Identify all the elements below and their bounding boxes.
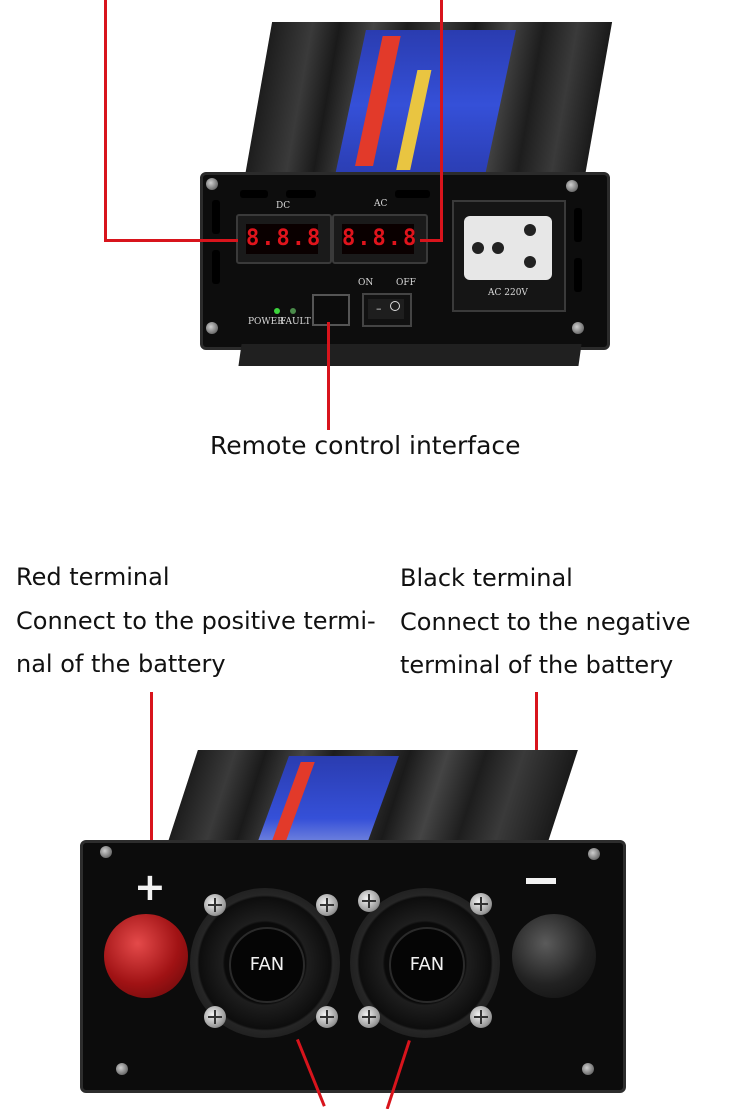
screw-icon xyxy=(566,180,578,192)
on-label: ON xyxy=(358,278,374,288)
power-led-icon xyxy=(274,308,280,314)
fan-screw-icon xyxy=(316,1006,338,1028)
socket-voltage-label: AC 220V xyxy=(488,288,528,298)
label-red-band xyxy=(355,36,401,166)
fan-label-left: FAN xyxy=(229,927,305,1003)
screw-icon xyxy=(582,1063,594,1075)
power-switch[interactable]: – xyxy=(362,293,412,327)
fan-screw-icon xyxy=(358,1006,380,1028)
fault-label: FAULT xyxy=(280,317,311,327)
fan-screw-icon xyxy=(470,1006,492,1028)
vent-slot xyxy=(212,200,220,234)
red-terminal-title: Red terminal xyxy=(16,563,170,591)
socket-hole xyxy=(492,242,504,254)
dc-display-pointer-vertical xyxy=(104,0,107,242)
vent-slot xyxy=(395,190,430,198)
ac-display-digits: 8.8.8 xyxy=(342,224,416,254)
dc-voltage-display: 8.8.8 xyxy=(236,214,332,264)
ac-outlet-socket[interactable] xyxy=(464,216,552,280)
ac-outlet-box: AC 220V xyxy=(452,200,566,312)
black-terminal-title: Black terminal xyxy=(400,564,573,592)
inverter-front-view: DC AC 8.8.8 8.8.8 POWER FAULT ON OFF – A… xyxy=(0,0,750,430)
red-terminal-desc-1: Connect to the positive termi- xyxy=(16,607,376,635)
dc-display-pointer-horizontal xyxy=(104,239,238,242)
power-switch-rocker: – xyxy=(368,299,404,319)
screw-icon xyxy=(100,846,112,858)
ac-display-pointer-vertical xyxy=(440,0,443,242)
screw-icon xyxy=(588,848,600,860)
off-label: OFF xyxy=(396,278,416,288)
vent-slot xyxy=(240,190,268,198)
remote-control-port[interactable] xyxy=(312,294,350,326)
vent-slot xyxy=(574,208,582,242)
vent-slot xyxy=(212,250,220,284)
fan-screw-icon xyxy=(204,894,226,916)
positive-symbol: + xyxy=(134,865,166,909)
ac-label: AC xyxy=(374,199,388,209)
inverter-base-foot xyxy=(238,344,582,366)
negative-symbol-icon xyxy=(526,878,556,884)
ac-voltage-display: 8.8.8 xyxy=(332,214,428,264)
vent-slot xyxy=(286,190,316,198)
dc-label: DC xyxy=(276,201,291,211)
ac-display-pointer-horizontal xyxy=(420,239,443,242)
screw-icon xyxy=(116,1063,128,1075)
negative-terminal-knob[interactable] xyxy=(512,914,596,998)
fan-screw-icon xyxy=(316,894,338,916)
fan-label-right: FAN xyxy=(389,927,465,1003)
screw-icon xyxy=(206,178,218,190)
screw-icon xyxy=(206,322,218,334)
red-terminal-pointer xyxy=(150,692,153,862)
black-terminal-desc-1: Connect to the negative xyxy=(400,608,691,636)
power-label: POWER xyxy=(248,317,285,327)
fan-screw-icon xyxy=(358,890,380,912)
screw-icon xyxy=(572,322,584,334)
fault-led-icon xyxy=(290,308,296,314)
dc-display-digits: 8.8.8 xyxy=(246,224,320,254)
socket-hole xyxy=(524,224,536,236)
socket-hole xyxy=(472,242,484,254)
socket-hole xyxy=(524,256,536,268)
vent-slot xyxy=(574,258,582,292)
label-gold-band xyxy=(396,70,432,170)
red-terminal-desc-2: nal of the battery xyxy=(16,650,226,678)
fan-screw-icon xyxy=(204,1006,226,1028)
remote-control-caption: Remote control interface xyxy=(210,431,521,460)
fan-screw-icon xyxy=(470,893,492,915)
remote-port-pointer xyxy=(327,322,330,430)
black-terminal-desc-2: terminal of the battery xyxy=(400,651,674,679)
inverter-top-label xyxy=(334,30,516,180)
positive-terminal-knob[interactable] xyxy=(104,914,188,998)
